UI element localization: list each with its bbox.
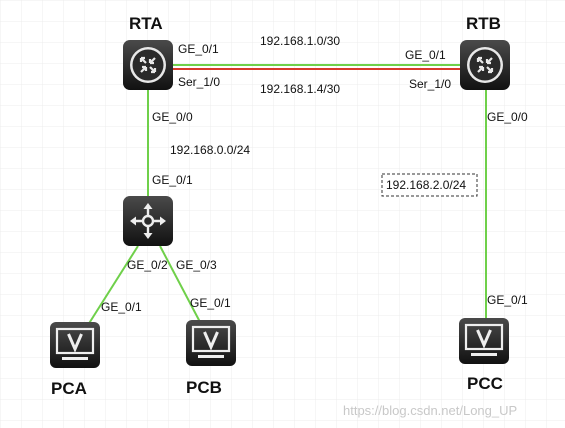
- rta-ser10-label: Ser_1/0: [178, 75, 220, 89]
- device-name-rtb: RTB: [466, 14, 501, 33]
- pc-body: [186, 320, 236, 366]
- pc-pcc[interactable]: PCC: [459, 318, 509, 393]
- rtb-ge01-label: GE_0/1: [405, 48, 446, 62]
- pc-body: [50, 322, 100, 368]
- network-labels: 192.168.1.0/30 192.168.1.4/30 192.168.0.…: [170, 34, 478, 197]
- monitor-icon: [55, 327, 95, 360]
- pcc-ge01-label: GE_0/1: [487, 293, 528, 307]
- rta-ge00-label: GE_0/0: [152, 110, 193, 124]
- switch-ge01-label: GE_0/1: [152, 173, 193, 187]
- watermark: https://blog.csdn.net/Long_UP: [343, 403, 517, 418]
- rta-ge01-label: GE_0/1: [178, 42, 219, 56]
- network-label-ge-link: 192.168.1.0/30: [260, 34, 340, 48]
- device-name-pcc: PCC: [467, 374, 503, 393]
- pc-pcb[interactable]: PCB: [186, 320, 236, 397]
- switch-ge02-label: GE_0/2: [127, 258, 168, 272]
- switch-ge03-label: GE_0/3: [176, 258, 217, 272]
- interface-labels: GE_0/1 Ser_1/0 GE_0/0 GE_0/1 Ser_1/0 GE_…: [101, 42, 528, 314]
- rtb-ge00-label: GE_0/0: [487, 110, 528, 124]
- pc-pca[interactable]: PCA: [50, 322, 100, 398]
- network-label-lan-a: 192.168.0.0/24: [170, 143, 250, 157]
- monitor-icon: [191, 325, 231, 358]
- link-switch-pcb[interactable]: [159, 245, 201, 323]
- pc-body: [459, 318, 509, 364]
- pcb-ge01-label: GE_0/1: [190, 296, 231, 310]
- monitor-icon: [464, 323, 504, 356]
- network-label-box: [381, 173, 478, 197]
- router-rta[interactable]: RTA: [123, 14, 173, 90]
- switch[interactable]: [123, 196, 173, 246]
- network-label-lan-b: 192.168.2.0/24: [386, 178, 466, 192]
- network-label-serial-link: 192.168.1.4/30: [260, 82, 340, 96]
- link-switch-pca[interactable]: [87, 245, 139, 326]
- links: [87, 64, 487, 326]
- switch-icon: [130, 203, 166, 239]
- router-icon: [130, 47, 166, 83]
- pca-ge01-label: GE_0/1: [101, 300, 142, 314]
- device-name-pcb: PCB: [186, 378, 222, 397]
- router-icon: [467, 47, 503, 83]
- device-name-pca: PCA: [51, 379, 87, 398]
- rtb-ser10-label: Ser_1/0: [409, 77, 451, 91]
- device-name-rta: RTA: [129, 14, 163, 33]
- router-rtb[interactable]: RTB: [460, 14, 510, 90]
